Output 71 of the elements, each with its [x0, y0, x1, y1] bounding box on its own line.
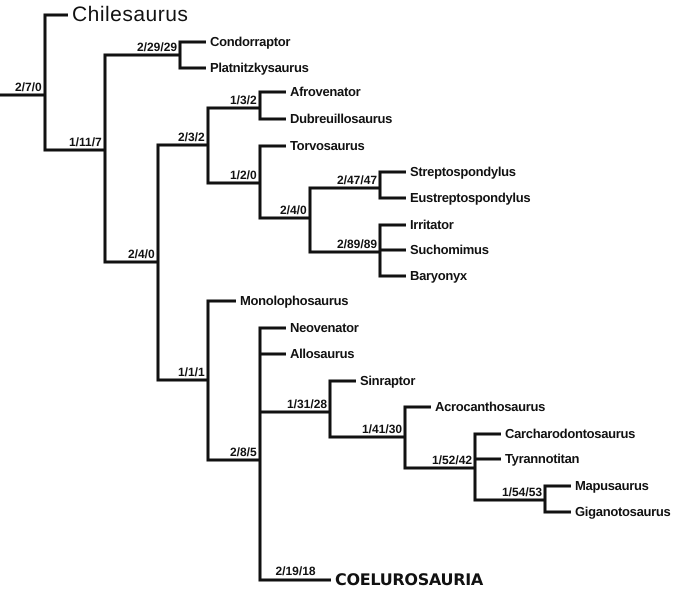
branch-line — [378, 170, 406, 188]
branch-line — [308, 218, 380, 254]
taxon-name: Irritator — [410, 217, 454, 233]
branch-line — [206, 106, 260, 145]
branch-line — [544, 484, 571, 500]
support-value: 1/41/30 — [362, 422, 402, 436]
branch-line — [44, 95, 105, 152]
taxon-name: Afrovenator — [290, 84, 360, 100]
branch-line — [328, 412, 405, 438]
branch-line — [44, 14, 68, 95]
support-value: 2/4/0 — [280, 203, 307, 217]
taxon-name: Tyrannotitan — [505, 451, 580, 467]
taxon-name: Dubreuillosaurus — [290, 111, 392, 127]
support-value: 2/3/2 — [178, 130, 205, 144]
taxon-name: Suchomimus — [410, 242, 489, 258]
taxon-name: Acrocanthosaurus — [435, 399, 546, 415]
support-value: 1/52/42 — [432, 453, 472, 467]
support-value: 2/29/29 — [137, 40, 178, 54]
branch-line — [258, 108, 286, 120]
branch-line — [544, 500, 571, 514]
taxon-name: COELUROSAURIA — [335, 570, 483, 590]
branch-line — [404, 406, 431, 437]
taxon-name: Platnitzkysaurus — [210, 60, 309, 76]
branch-line — [474, 458, 501, 468]
taxon-name: Baryonyx — [410, 268, 467, 284]
branch-line — [378, 248, 406, 252]
branch-line — [308, 186, 380, 218]
taxon-name: Chilesaurus — [72, 3, 188, 27]
support-value: 2/89/89 — [337, 237, 378, 251]
taxon-name: Streptospondylus — [410, 164, 516, 180]
edge-label: 2/19/18 — [276, 564, 316, 578]
branch-line — [178, 55, 206, 70]
support-value: 2/8/5 — [230, 445, 257, 459]
branch-line — [178, 40, 206, 55]
taxon-name: Neovenator — [290, 320, 359, 336]
support-value: 2/47/47 — [337, 173, 378, 187]
taxon-name: Allosaurus — [290, 346, 354, 362]
support-value: 2/4/0 — [128, 247, 155, 261]
branch-line — [156, 262, 208, 382]
support-value: 1/2/0 — [230, 168, 257, 182]
branch-line — [258, 460, 331, 582]
taxon-name: Mapusaurus — [575, 478, 649, 494]
branch-line — [258, 144, 286, 183]
support-value: 1/3/2 — [230, 93, 257, 107]
branch-line — [404, 437, 475, 470]
branch-line — [156, 144, 208, 262]
branch-line — [206, 380, 260, 462]
support-value: 2/7/0 — [15, 80, 42, 94]
taxon-name: Carcharodontosaurus — [505, 426, 636, 442]
branch-line — [104, 150, 158, 264]
taxon-name: Condorraptor — [210, 34, 290, 50]
branch-line — [474, 468, 545, 502]
branch-line — [378, 188, 406, 200]
taxon-name: Eustreptospondylus — [410, 190, 530, 206]
branch-line — [258, 183, 310, 220]
support-value: 1/31/28 — [287, 397, 328, 411]
branch-line — [206, 300, 236, 380]
branch-line — [0, 94, 45, 96]
branch-line — [258, 90, 286, 108]
support-value: 1/11/7 — [69, 135, 102, 149]
branch-line — [206, 145, 260, 184]
taxon-name: Giganotosaurus — [575, 504, 670, 520]
support-value: 1/54/53 — [502, 485, 542, 499]
branch-line — [378, 252, 406, 278]
taxon-name: Sinraptor — [360, 373, 416, 389]
support-value: 1/1/1 — [178, 365, 205, 379]
taxon-name: Monolophosaurus — [240, 293, 348, 309]
branch-line — [258, 410, 330, 460]
branch-line — [104, 54, 180, 150]
taxon-name: Torvosaurus — [290, 138, 364, 154]
branch-line — [328, 380, 356, 412]
